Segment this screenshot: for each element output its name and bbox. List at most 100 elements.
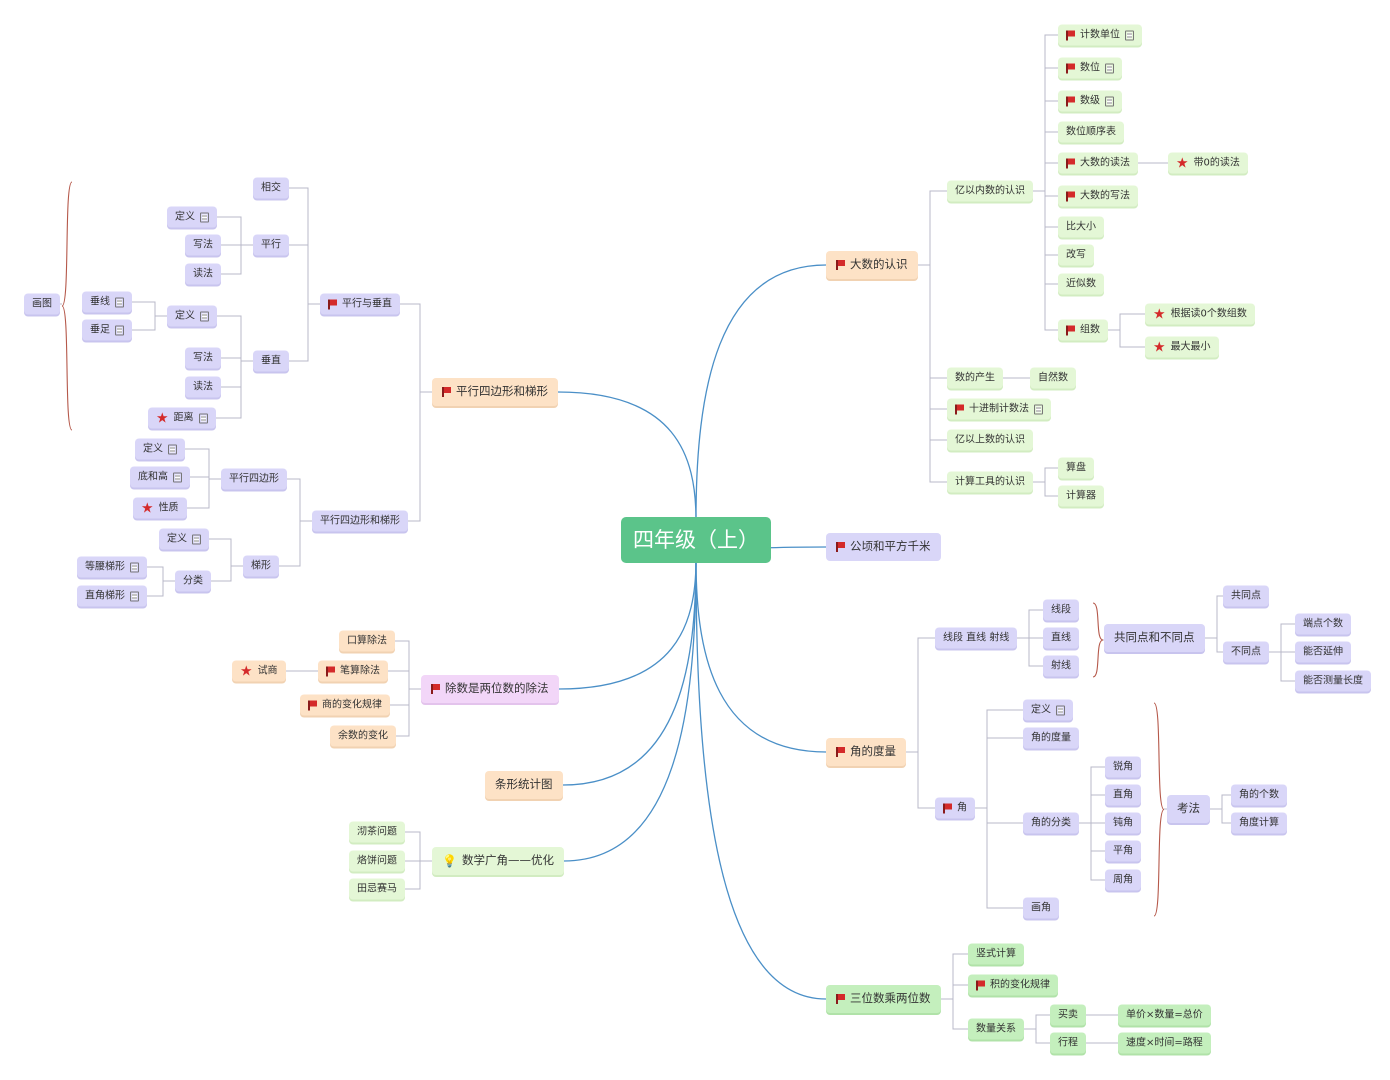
topic-jss[interactable]: 近似数 <box>1058 273 1104 295</box>
topic-zx[interactable]: 直线 <box>1043 627 1079 649</box>
topic-zrs[interactable]: 自然数 <box>1030 367 1076 389</box>
topic-pxcz[interactable]: 平行与垂直 <box>320 293 400 315</box>
topic-sbh[interactable]: 商的变化规律 <box>300 694 390 716</box>
topic-jddl[interactable]: 角的度量 <box>1023 727 1079 749</box>
topic-lbwt[interactable]: 烙饼问题 <box>349 850 405 872</box>
topic-pxsbx[interactable]: 平行四边形 <box>221 468 287 490</box>
note-icon[interactable] <box>173 472 182 482</box>
topic-hj[interactable]: 画角 <box>1023 897 1059 919</box>
topic-sp[interactable]: 算盘 <box>1058 457 1094 479</box>
topic-zhj[interactable]: 周角 <box>1105 869 1141 891</box>
topic-sxgj[interactable]: 💡数学广角——优化 <box>432 847 564 875</box>
topic-gx[interactable]: 改写 <box>1058 244 1094 266</box>
topic-px[interactable]: 平行 <box>253 234 289 256</box>
topic-gjd[interactable]: ★根据读0个数组数 <box>1145 303 1255 325</box>
topic-yinei[interactable]: 亿以内数的认识 <box>947 180 1033 202</box>
topic-big[interactable]: 大数的认识 <box>826 251 918 279</box>
topic-tx[interactable]: 梯形 <box>243 555 279 577</box>
topic-cdy[interactable]: 定义 <box>167 305 217 327</box>
topic-jdjs[interactable]: 角度计算 <box>1231 812 1287 834</box>
topic-bdx[interactable]: 比大小 <box>1058 216 1104 238</box>
topic-txtj[interactable]: 条形统计图 <box>485 771 563 799</box>
topic-kf[interactable]: 考法 <box>1167 795 1210 823</box>
topic-pcwt[interactable]: 沏茶问题 <box>349 821 405 843</box>
topic-pj[interactable]: 平角 <box>1105 840 1141 862</box>
topic-sjz[interactable]: 十进制计数法 <box>947 398 1051 420</box>
topic-p4dy[interactable]: 定义 <box>135 438 185 460</box>
root-node[interactable]: 四年级（上） <box>621 517 771 563</box>
topic-xz[interactable]: ★性质 <box>133 497 187 519</box>
topic-cxf[interactable]: 写法 <box>185 347 221 369</box>
note-icon[interactable] <box>1056 705 1065 715</box>
topic-swsxb[interactable]: 数位顺序表 <box>1058 121 1124 143</box>
topic-sw[interactable]: 数位 <box>1058 57 1122 79</box>
topic-kscf[interactable]: 口算除法 <box>339 630 395 652</box>
topic-ddgs[interactable]: 端点个数 <box>1295 613 1351 635</box>
topic-jdy[interactable]: 定义 <box>1023 699 1073 721</box>
topic-xzs[interactable]: 线段 直线 射线 <box>935 627 1018 649</box>
topic-zdzx[interactable]: ★最大最小 <box>1145 336 1219 358</box>
topic-dsdf[interactable]: 大数的读法 <box>1058 152 1138 174</box>
topic-jsdw[interactable]: 计数单位 <box>1058 24 1142 46</box>
note-icon[interactable] <box>130 562 139 572</box>
topic-pxsb[interactable]: 平行四边形和梯形 <box>432 378 558 406</box>
topic-xc[interactable]: 行程 <box>1050 1032 1086 1054</box>
topic-sj[interactable]: 数级 <box>1058 90 1122 112</box>
topic-jdl[interactable]: 角的度量 <box>826 738 906 766</box>
note-icon[interactable] <box>115 297 124 307</box>
topic-sjs[interactable]: 竖式计算 <box>968 943 1024 965</box>
topic-jbh[interactable]: 积的变化规律 <box>968 974 1058 996</box>
topic-tdy[interactable]: 定义 <box>159 528 209 550</box>
topic-ysbh[interactable]: 余数的变化 <box>330 725 396 747</box>
note-icon[interactable] <box>1034 404 1043 414</box>
note-icon[interactable] <box>130 591 139 601</box>
note-icon[interactable] <box>115 325 124 335</box>
topic-dsxf[interactable]: 大数的写法 <box>1058 185 1138 207</box>
topic-xd[interactable]: 线段 <box>1043 599 1079 621</box>
topic-jsgj[interactable]: 计算工具的认识 <box>947 471 1033 493</box>
note-icon[interactable] <box>168 444 177 454</box>
topic-pdy[interactable]: 定义 <box>167 206 217 228</box>
topic-jl[interactable]: ★距离 <box>148 407 216 429</box>
topic-mm[interactable]: 买卖 <box>1050 1004 1086 1026</box>
topic-gtd2[interactable]: 共同点 <box>1223 585 1269 607</box>
topic-bscf[interactable]: 笔算除法 <box>318 660 388 682</box>
topic-fl[interactable]: 分类 <box>175 570 211 592</box>
topic-yiys[interactable]: 亿以上数的认识 <box>947 429 1033 451</box>
topic-pxf[interactable]: 写法 <box>185 234 221 256</box>
topic-pdf[interactable]: 读法 <box>185 263 221 285</box>
topic-sdsj[interactable]: 速度×时间=路程 <box>1118 1032 1211 1054</box>
topic-dytx[interactable]: 等腰梯形 <box>77 556 147 578</box>
topic-ss[interactable]: ★试商 <box>232 660 286 682</box>
topic-nfyc[interactable]: 能否延伸 <box>1295 641 1351 663</box>
topic-rj[interactable]: 锐角 <box>1105 756 1141 778</box>
topic-zj[interactable]: 直角 <box>1105 784 1141 806</box>
topic-sx[interactable]: 射线 <box>1043 655 1079 677</box>
topic-dj[interactable]: 钝角 <box>1105 812 1141 834</box>
topic-jsq[interactable]: 计算器 <box>1058 485 1104 507</box>
topic-btd[interactable]: 不同点 <box>1223 641 1269 663</box>
topic-gq[interactable]: 公顷和平方千米 <box>826 533 941 561</box>
note-icon[interactable] <box>1125 30 1134 40</box>
topic-zjtx[interactable]: 直角梯形 <box>77 585 147 607</box>
topic-ht[interactable]: 画图 <box>24 293 60 315</box>
topic-gtd[interactable]: 共同点和不同点 <box>1104 624 1205 652</box>
topic-cdf[interactable]: 读法 <box>185 376 221 398</box>
topic-slgx[interactable]: 数量关系 <box>968 1018 1024 1040</box>
topic-pxsb2[interactable]: 平行四边形和梯形 <box>312 510 408 532</box>
topic-cfs[interactable]: 除数是两位数的除法 <box>421 675 559 703</box>
topic-zs[interactable]: 组数 <box>1058 319 1108 341</box>
topic-jdgs[interactable]: 角的个数 <box>1231 784 1287 806</box>
topic-jiao[interactable]: 角 <box>935 797 975 819</box>
note-icon[interactable] <box>192 534 201 544</box>
topic-cz[interactable]: 垂直 <box>253 350 289 372</box>
topic-xj[interactable]: 相交 <box>253 177 289 199</box>
topic-tjsm[interactable]: 田忌赛马 <box>349 878 405 900</box>
topic-scs[interactable]: 数的产生 <box>947 367 1003 389</box>
topic-djsl[interactable]: 单价×数量=总价 <box>1118 1004 1211 1026</box>
note-icon[interactable] <box>1105 96 1114 106</box>
note-icon[interactable] <box>200 311 209 321</box>
topic-dhg[interactable]: 底和高 <box>130 466 190 488</box>
topic-jdfl[interactable]: 角的分类 <box>1023 812 1079 834</box>
note-icon[interactable] <box>1105 63 1114 73</box>
